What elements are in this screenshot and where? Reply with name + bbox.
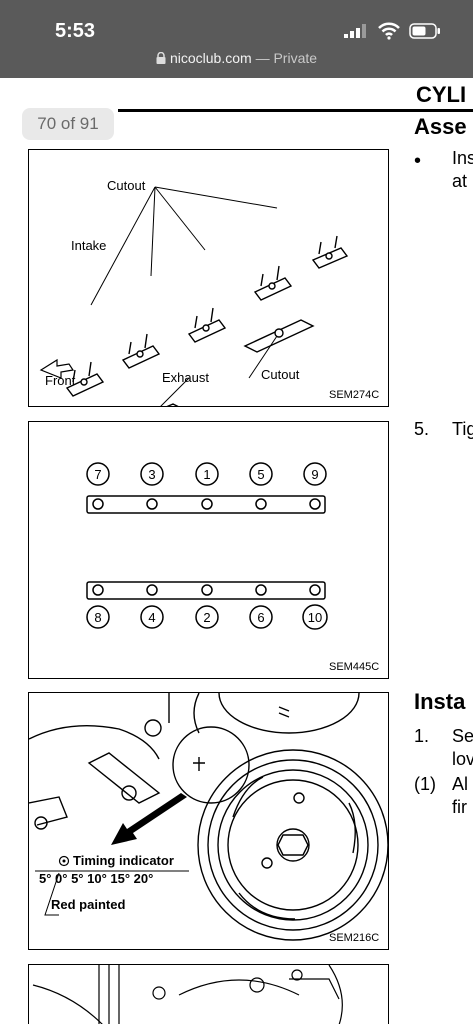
- bolt-number: 1: [203, 467, 210, 482]
- rocker-brackets-drawing: Cutout Intake Front Exhaust Cutout SEM27…: [39, 178, 379, 437]
- figure-engine-partial: [28, 964, 389, 1024]
- bolt-number: 2: [203, 610, 210, 625]
- step-text: Se: [452, 726, 473, 746]
- bullet: •: [414, 150, 422, 172]
- wifi-icon: [378, 22, 400, 40]
- private-mode-label: — Private: [255, 50, 318, 66]
- section-header-assembly: Asse: [414, 114, 467, 139]
- page-counter[interactable]: 70 of 91: [22, 108, 114, 140]
- bolt-number: 6: [257, 610, 264, 625]
- step-number: 5.: [414, 419, 430, 439]
- step-text: Tig: [452, 419, 473, 439]
- status-bar: 5:53 nicoclub.com — Private: [0, 0, 473, 78]
- document-page[interactable]: CYLI Asse 70 of 91 • Ins at 5. Tig Insta…: [0, 78, 473, 1024]
- bolt-number: 3: [148, 467, 155, 482]
- label-timing-scale: 5° 0° 5° 10° 15° 20°: [39, 871, 153, 886]
- figure-code: SEM445C: [329, 661, 379, 673]
- label-cutout-bottom: Cutout: [261, 367, 300, 382]
- pointer-arrow-icon: [111, 793, 187, 845]
- lock-icon: [156, 52, 166, 64]
- engine-partial-drawing: [32, 964, 343, 1024]
- figure-crank-pulley: Timing indicator 5° 0° 5° 10° 15° 20° Re…: [28, 692, 389, 950]
- text-line: Ins: [452, 148, 473, 168]
- timing-indicator-icon: [58, 855, 70, 867]
- bolt-number: 4: [148, 610, 155, 625]
- figure-code: SEM274C: [329, 389, 379, 401]
- step-text: lov: [452, 749, 473, 769]
- bolt-sequence-drawing: 7 3 1 5 9 8 4 2 6 10 SEM445C: [86, 462, 379, 673]
- label-red-painted: Red painted: [51, 897, 125, 912]
- substep-text: fir: [452, 797, 467, 817]
- url-domain: nicoclub.com: [169, 50, 252, 66]
- status-time: 5:53: [55, 20, 96, 42]
- figure-code: SEM216C: [329, 932, 379, 944]
- substep-number: (1): [414, 774, 436, 794]
- front-arrow-icon: [39, 358, 75, 379]
- substep-text: Al: [452, 774, 469, 794]
- battery-icon: [409, 23, 440, 39]
- bolt-number: 7: [94, 467, 101, 482]
- header-rule: [118, 109, 473, 112]
- install-header: Insta: [414, 689, 466, 714]
- crank-pulley-drawing: Timing indicator 5° 0° 5° 10° 15° 20° Re…: [28, 692, 389, 944]
- bolt-number: 9: [311, 467, 318, 482]
- bolt-number: 8: [94, 610, 101, 625]
- label-cutout: Cutout: [107, 178, 146, 193]
- label-intake: Intake: [71, 238, 106, 253]
- step-number: 1.: [414, 726, 430, 746]
- text-line: at: [452, 171, 468, 191]
- bolt-number: 5: [257, 467, 264, 482]
- label-exhaust: Exhaust: [162, 370, 209, 385]
- label-timing-indicator: Timing indicator: [73, 853, 174, 868]
- bolt-number: 10: [308, 610, 322, 625]
- figure-bolt-sequence: 7 3 1 5 9 8 4 2 6 10 SEM445C: [28, 421, 389, 679]
- cellular-signal-icon: [344, 24, 366, 38]
- label-front: Front: [45, 373, 76, 388]
- section-header-cylinder: CYLI: [416, 82, 467, 107]
- figure-rocker-brackets: Cutout Intake Front Exhaust Cutout SEM27…: [28, 149, 389, 437]
- url-bar[interactable]: nicoclub.com — Private: [0, 50, 473, 66]
